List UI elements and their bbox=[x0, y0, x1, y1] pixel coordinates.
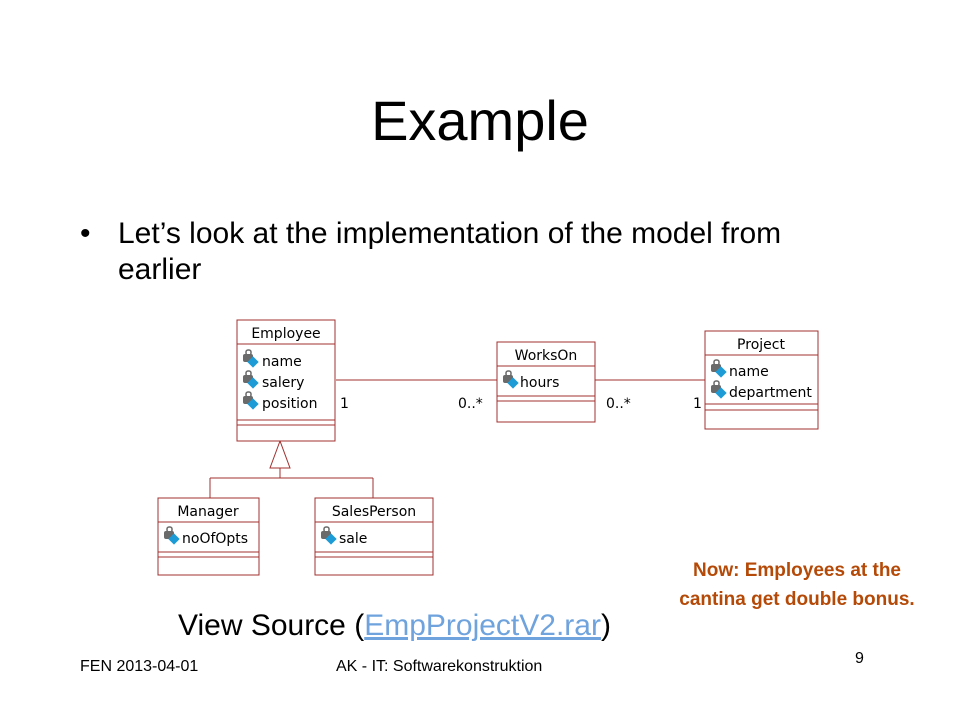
source-download-link[interactable]: EmpProjectV2.rar bbox=[364, 609, 601, 642]
bullet-symbol: • bbox=[80, 217, 91, 250]
manager-attribute-noofopts: noOfOpts bbox=[182, 531, 248, 547]
generalization-arrow bbox=[269, 439, 291, 469]
page-number: 9 bbox=[855, 650, 864, 667]
view-source-suffix: ) bbox=[600, 609, 611, 642]
employee-attribute-name: name bbox=[262, 354, 302, 370]
project-attribute-name: name bbox=[729, 364, 769, 380]
multiplicity-workson-right: 0..* bbox=[606, 396, 631, 412]
footer-course: AK - IT: Softwarekonstruktion bbox=[336, 658, 543, 675]
bullet-text: Let’s look at the implementation of the … bbox=[118, 217, 782, 286]
class-manager: Manager noOfOpts bbox=[157, 497, 260, 576]
view-source-line: View Source (EmpProjectV2.rar) bbox=[178, 608, 611, 644]
class-salesperson: SalesPerson sale bbox=[314, 497, 434, 576]
multiplicity-workson-left: 0..* bbox=[458, 396, 483, 412]
class-workson: WorksOn hours bbox=[496, 341, 596, 423]
workson-attribute-hours: hours bbox=[520, 375, 559, 391]
class-name-employee: Employee bbox=[251, 326, 320, 342]
class-name-manager: Manager bbox=[177, 504, 239, 520]
slide-title: Example bbox=[371, 89, 589, 152]
bonus-note: Now: Employees at the cantina get double… bbox=[679, 560, 915, 610]
class-name-project: Project bbox=[737, 337, 785, 353]
multiplicity-project-end: 1 bbox=[693, 396, 702, 412]
class-employee: Employee name salery position bbox=[236, 319, 336, 442]
employee-attribute-salery: salery bbox=[262, 375, 304, 391]
class-project: Project name department bbox=[704, 330, 819, 430]
footer-date: FEN 2013-04-01 bbox=[80, 658, 199, 675]
employee-attribute-position: position bbox=[262, 396, 317, 412]
class-name-salesperson: SalesPerson bbox=[332, 504, 416, 520]
salesperson-attribute-sale: sale bbox=[339, 531, 367, 547]
view-source-prefix: View Source ( bbox=[178, 609, 365, 642]
project-attribute-department: department bbox=[729, 385, 812, 401]
class-name-workson: WorksOn bbox=[515, 348, 578, 364]
multiplicity-employee-end: 1 bbox=[340, 396, 349, 412]
